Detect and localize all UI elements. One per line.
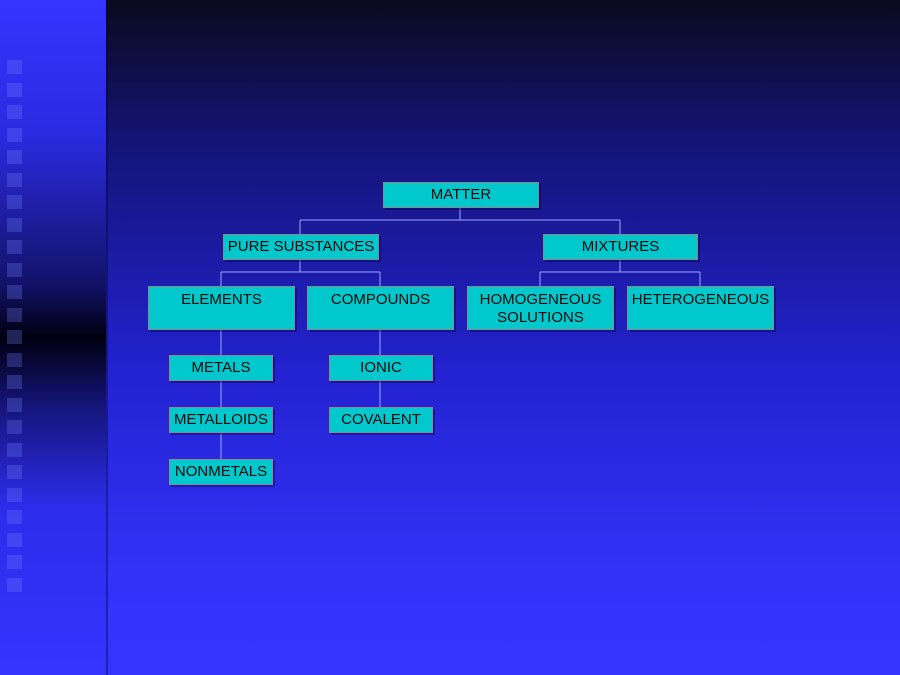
pattern-square [7,488,22,502]
pattern-square [7,420,22,434]
node-label: METALLOIDS [174,411,268,428]
node-label: NONMETALS [174,463,268,480]
pattern-square [7,578,22,592]
pattern-square [7,150,22,164]
node-compounds: COMPOUNDS [307,286,454,330]
pattern-square [7,83,22,97]
node-label: HETEROGENEOUS [631,291,770,308]
node-elements: ELEMENTS [148,286,295,330]
node-label: MIXTURES [581,238,660,255]
node-metals: METALS [169,355,273,381]
pattern-square [7,443,22,457]
pattern-square [7,308,22,322]
node-homogeneous-solutions: HOMOGENEOUS SOLUTIONS [467,286,614,330]
left-decorative-band [0,0,106,675]
node-pure-substances: PURE SUBSTANCES [223,234,379,260]
pattern-square [7,285,22,299]
pattern-square [7,353,22,367]
pattern-square [7,218,22,232]
pattern-square [7,105,22,119]
node-label: COMPOUNDS [330,291,431,308]
node-label: HOMOGENEOUS SOLUTIONS [479,291,602,326]
pattern-square [7,510,22,524]
pattern-square [7,173,22,187]
node-nonmetals: NONMETALS [169,459,273,485]
node-label: PURE SUBSTANCES [227,238,375,255]
pattern-square [7,375,22,389]
pattern-square [7,195,22,209]
node-ionic: IONIC [329,355,433,381]
node-heterogeneous: HETEROGENEOUS [627,286,774,330]
pattern-square [7,398,22,412]
pattern-square [7,128,22,142]
node-matter: MATTER [383,182,539,208]
pattern-square [7,60,22,74]
left-band-edge [106,0,108,675]
pattern-square [7,240,22,254]
pattern-square [7,555,22,569]
node-covalent: COVALENT [329,407,433,433]
node-label: MATTER [430,186,492,203]
pattern-square [7,465,22,479]
pattern-square [7,533,22,547]
pattern-square [7,263,22,277]
pattern-square [7,330,22,344]
node-label: COVALENT [341,411,421,428]
node-metalloids: METALLOIDS [169,407,273,433]
node-label: IONIC [360,359,402,376]
node-label: METALS [191,359,251,376]
node-label: ELEMENTS [181,291,262,308]
node-mixtures: MIXTURES [543,234,698,260]
